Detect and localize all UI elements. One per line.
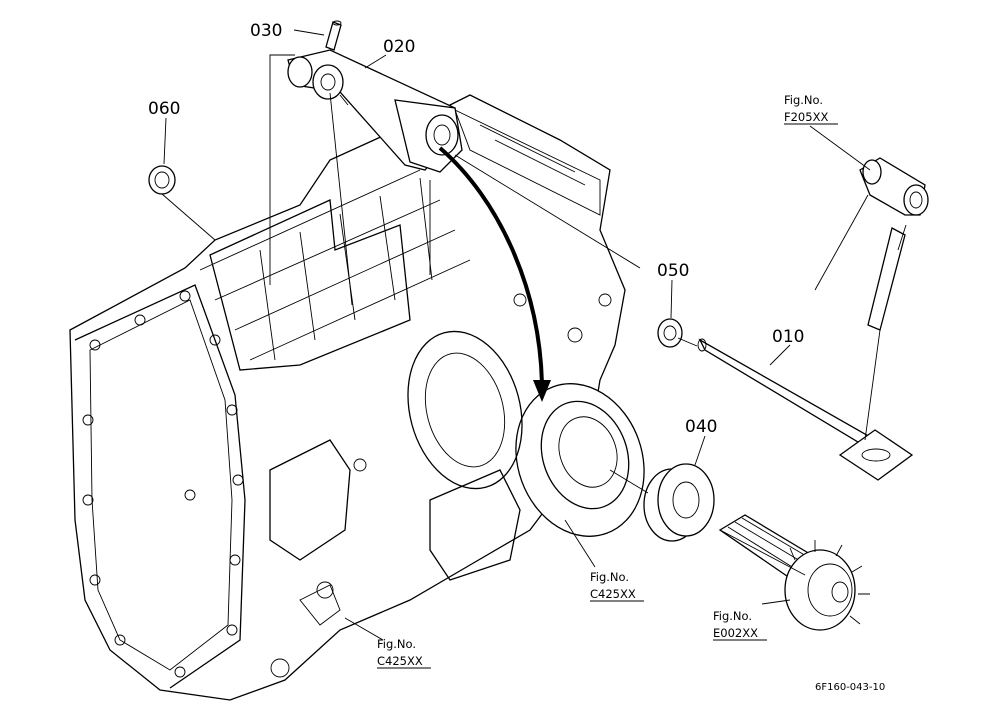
ref-label-c425xx-right: Fig.No. C425XX [590, 570, 644, 602]
label-060: 060 [148, 99, 180, 119]
ref-code: E002XX [713, 626, 758, 640]
drawing-code: 6F160-043-10 [815, 682, 885, 693]
ref-label-e002xx: Fig.No. E002XX [713, 609, 767, 641]
part-010-shaft [697, 338, 914, 481]
part-040-bearing [643, 463, 715, 542]
label-040: 040 [685, 417, 717, 437]
part-050-seal [657, 318, 683, 348]
ref-prefix: Fig.No. [784, 93, 823, 107]
ref-prefix: Fig.No. [377, 637, 416, 651]
label-010: 010 [772, 327, 804, 347]
ref-label-f205xx: Fig.No. F205XX [784, 93, 838, 125]
part-060-bushing [148, 165, 216, 241]
flange-bolt-holes [82, 290, 244, 678]
ref-label-c425xx-bottom: Fig.No. C425XX [377, 637, 431, 669]
ref-gear-e002xx [718, 514, 870, 631]
label-050: 050 [657, 261, 689, 281]
transmission-case [69, 94, 645, 701]
assembly-arrow [438, 146, 551, 402]
label-020: 020 [383, 37, 415, 57]
ref-code: C425XX [377, 654, 423, 668]
ref-lever-f205xx [859, 157, 929, 331]
ref-code: F205XX [784, 110, 828, 124]
ref-code: C425XX [590, 587, 636, 601]
ref-prefix: Fig.No. [590, 570, 629, 584]
label-030: 030 [250, 21, 282, 41]
part-030-pin [325, 20, 342, 51]
ref-prefix: Fig.No. [713, 609, 752, 623]
leader-lines [163, 29, 881, 641]
